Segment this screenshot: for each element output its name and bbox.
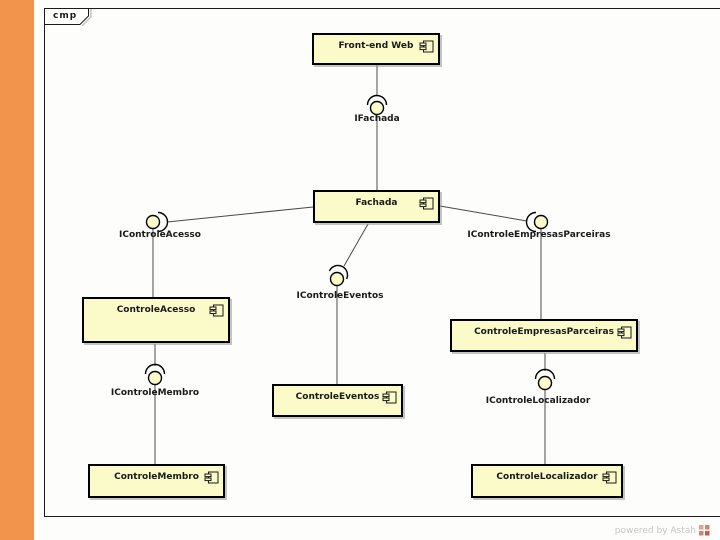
component-icon [617, 326, 632, 339]
socket-ifachada [366, 94, 388, 106]
component-label: ControleEventos [295, 392, 380, 402]
astah-logo-icon [699, 525, 710, 536]
component-icon [204, 471, 219, 484]
socket-icontrolelocalizador [534, 368, 556, 380]
frame-tab-label: cmp [53, 11, 78, 21]
ball-ifachada [369, 100, 385, 116]
interface-label-icontroleeventos: IControleEventos [296, 291, 384, 301]
cmp-frame [44, 8, 720, 517]
frame-tab-shadow [81, 9, 92, 27]
interface-label-icontroleempresasparceiras: IControleEmpresasParceiras [467, 230, 611, 240]
frame-tab: cmp [44, 8, 96, 30]
component-controle-eventos: ControleEventos [272, 384, 403, 417]
socket-icontroleempresasparceiras [525, 211, 537, 233]
component-fachada: Fachada [313, 190, 440, 223]
component-label: Fachada [355, 198, 398, 208]
component-icon [419, 40, 434, 53]
component-label: Front-end Web [338, 41, 414, 51]
component-label: ControleLocalizador [496, 472, 598, 482]
component-controle-membro: ControleMembro [88, 464, 225, 498]
component-icon [602, 471, 617, 484]
watermark: powered by Astah [615, 525, 710, 536]
interface-label-icontrolemembro: IControleMembro [110, 388, 200, 398]
ball-icontrolemembro [147, 370, 163, 386]
connector-fachada-icontroleacesso [166, 206, 314, 223]
component-label: ControleMembro [114, 472, 199, 482]
ball-icontroleempresasparceiras [533, 214, 549, 230]
left-accent-strip [0, 0, 34, 540]
component-front-end-web: Front-end Web [312, 33, 440, 65]
component-label: ControleEmpresasParceiras [474, 327, 614, 337]
component-controle-localizador: ControleLocalizador [471, 464, 623, 498]
component-icon [382, 391, 397, 404]
ball-icontroleeventos [329, 271, 345, 287]
frame-tab-shape [44, 8, 92, 27]
ball-icontrolelocalizador [537, 375, 553, 391]
component-controle-acesso: ControleAcesso [82, 297, 230, 343]
frame-tab-pentagon [44, 8, 89, 25]
watermark-text: powered by Astah [614, 525, 696, 536]
component-label: ControleAcesso [116, 305, 196, 315]
connector-fachada-icontroleeventos [343, 223, 369, 267]
socket-icontrolemembro [144, 363, 166, 375]
interface-label-icontrolelocalizador: IControleLocalizador [485, 396, 591, 406]
component-controle-empresas-parceiras: ControleEmpresasParceiras [450, 319, 638, 352]
interface-label-ifachada: IFachada [354, 114, 400, 124]
ball-icontroleacesso [145, 214, 161, 230]
socket-icontroleeventos [328, 264, 349, 280]
socket-icontroleacesso [157, 211, 169, 233]
component-icon [209, 304, 224, 317]
connector-fachada-icontroleempresasparceiras [439, 205, 528, 222]
component-icon [419, 197, 434, 210]
interface-label-icontroleacesso: IControleAcesso [119, 230, 201, 240]
